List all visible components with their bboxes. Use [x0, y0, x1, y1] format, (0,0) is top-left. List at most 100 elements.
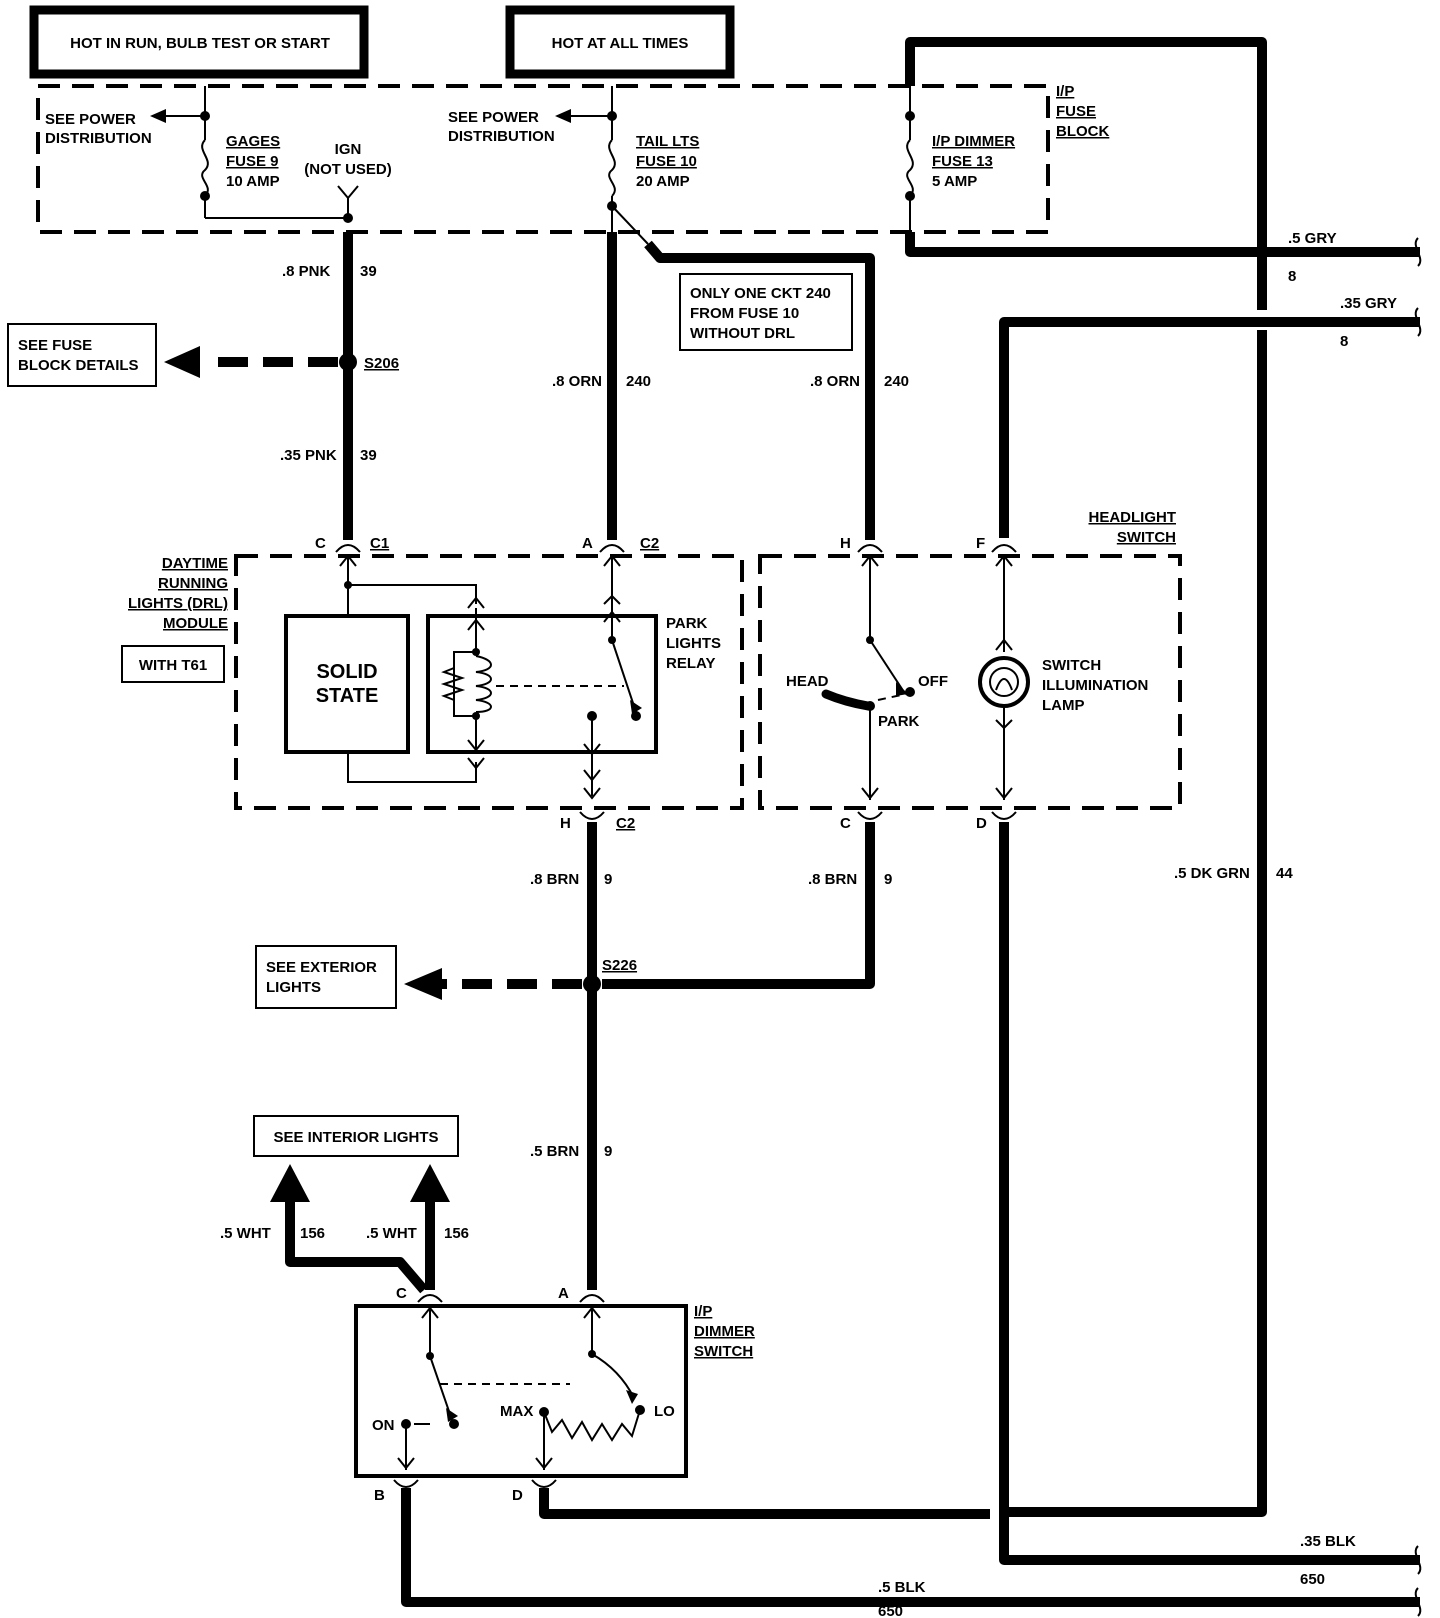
see-exterior-1: SEE EXTERIOR: [266, 959, 377, 976]
wire-c240b-label: 240: [884, 373, 909, 390]
wire-c44-label: 44: [1276, 865, 1293, 882]
wire-orn-240-b: [644, 240, 875, 540]
tail-label-3: 20 AMP: [636, 173, 690, 190]
relay-coil: [475, 655, 492, 713]
wire-5-gry: [905, 232, 1420, 257]
see-power-1-b: DISTRIBUTION: [45, 130, 152, 147]
only-one-3: WITHOUT DRL: [690, 325, 795, 342]
drl-conn-c1: C1: [370, 535, 389, 552]
wire-pnk35-label: .35 PNK: [280, 447, 337, 464]
wire-gry35-label: .35 GRY: [1340, 295, 1397, 312]
wire-orn8b-label: .8 ORN: [810, 373, 860, 390]
solid-state-box: [284, 614, 410, 754]
dimmer-fuse-label-3: 5 AMP: [932, 173, 977, 190]
dimmer-switch-box: [354, 1304, 688, 1478]
fuse-block-label-3: BLOCK: [1056, 123, 1109, 140]
wire-dk-grn: [1004, 330, 1267, 1517]
hs-head: HEAD: [786, 673, 829, 690]
only-one-1: ONLY ONE CKT 240: [690, 285, 831, 302]
dimmer-on: ON: [372, 1417, 395, 1434]
dimmer-lo: LO: [654, 1403, 675, 1420]
lamp-label-2: ILLUMINATION: [1042, 677, 1148, 694]
solid-state-1: SOLID: [316, 661, 377, 683]
splice-s226: [583, 975, 601, 993]
wire-ckt44-top: [905, 37, 1267, 310]
hs-pin-c: C: [840, 815, 851, 832]
hs-park: PARK: [878, 713, 920, 730]
drl-pin-a: A: [582, 535, 593, 552]
interior-arrow-1: [270, 1164, 310, 1202]
wire-blk35-label: .35 BLK: [1300, 1533, 1356, 1550]
dimmer-max: MAX: [500, 1403, 533, 1420]
see-fuse-arrow: [164, 346, 200, 378]
interior-arrow-2: [410, 1164, 450, 1202]
relay-resistor-frame: [453, 651, 476, 717]
solid-state-2: STATE: [316, 685, 379, 707]
dimmer-rheostat: [543, 1409, 641, 1442]
see-power-2-a: SEE POWER: [448, 109, 539, 126]
gages-label-1: GAGES: [226, 133, 280, 150]
wire-wht2-label: .5 WHT: [366, 1225, 417, 1242]
dimmer-pin-a: A: [558, 1285, 569, 1302]
dimmer-fuse-symbol: [906, 139, 914, 197]
see-interior: SEE INTERIOR LIGHTS: [273, 1129, 438, 1146]
with-t61-box: [121, 645, 225, 683]
splice-s226-label: S226: [602, 957, 637, 974]
wire-wht1-label: .5 WHT: [220, 1225, 271, 1242]
headlight-switch-outline: [758, 554, 1182, 810]
hot-all-box: [505, 5, 735, 79]
wire-c39b-label: 39: [360, 447, 377, 464]
wire-c650b-label: 650: [878, 1603, 903, 1618]
wire-35-blk: [999, 822, 1420, 1565]
headlight-label-2: SWITCH: [1117, 529, 1176, 546]
wire-pnk8-label: .8 PNK: [282, 263, 331, 280]
wire-c9a-label: 9: [604, 871, 612, 888]
drl-label-1: DAYTIME: [162, 555, 228, 572]
wire-c156a-label: 156: [300, 1225, 325, 1242]
fuse-block-label-2: FUSE: [1056, 103, 1096, 120]
see-exterior-arrow: [404, 968, 442, 1000]
wire-brn5-label: .5 BRN: [530, 1143, 579, 1160]
wire-c9c-label: 9: [604, 1143, 612, 1160]
hot-run-label: HOT IN RUN, BULB TEST OR START: [70, 35, 330, 52]
drl-pin-h: H: [560, 815, 571, 832]
lamp-label-1: SWITCH: [1042, 657, 1101, 674]
headlight-label-1: HEADLIGHT: [1089, 509, 1177, 526]
wire-gry5-label: .5 GRY: [1288, 230, 1337, 247]
dimmer-label-3: SWITCH: [694, 1343, 753, 1360]
gages-label-2: FUSE 9: [226, 153, 279, 170]
see-power-arrow-1: [150, 109, 166, 123]
wire-c650a-label: 650: [1300, 1571, 1325, 1588]
dimmer-label-1: I/P: [694, 1303, 712, 1320]
wire-dimmer-d: [539, 1488, 990, 1519]
wire-brn-9-switch: [602, 822, 875, 989]
see-power-1-a: SEE POWER: [45, 111, 136, 128]
splice-s206-label: S206: [364, 355, 399, 372]
drl-module-outline: [234, 554, 744, 810]
tail-fuse-symbol: [608, 139, 616, 197]
only-one-note: [679, 273, 853, 351]
only-one-2: FROM FUSE 10: [690, 305, 799, 322]
wire-5-blk: [401, 1488, 1420, 1607]
see-power-2-b: DISTRIBUTION: [448, 128, 555, 145]
wire-c8a-label: 8: [1288, 268, 1296, 285]
see-exterior-box: [255, 945, 397, 1009]
see-fuse-2: BLOCK DETAILS: [18, 357, 139, 374]
wire-dkgrn-label: .5 DK GRN: [1174, 865, 1250, 882]
wire-c240a-label: 240: [626, 373, 651, 390]
see-fuse-box: [7, 323, 157, 387]
dimmer-pin-b: B: [374, 1487, 385, 1504]
wire-c39a-label: 39: [360, 263, 377, 280]
tail-label-2: FUSE 10: [636, 153, 697, 170]
hot-all-label: HOT AT ALL TIMES: [552, 35, 689, 52]
drl-conn-c2b: C2: [616, 815, 635, 832]
fuse-block-label-1: I/P: [1056, 83, 1074, 100]
wire-blk5-label: .5 BLK: [878, 1579, 926, 1596]
splice-s206: [339, 353, 357, 371]
wire-brn8a-label: .8 BRN: [530, 871, 579, 888]
wire-orn8a-label: .8 ORN: [552, 373, 602, 390]
dimmer-fuse-label-2: FUSE 13: [932, 153, 993, 170]
relay-label-1: PARK: [666, 615, 708, 632]
hot-run-box: [29, 5, 369, 79]
